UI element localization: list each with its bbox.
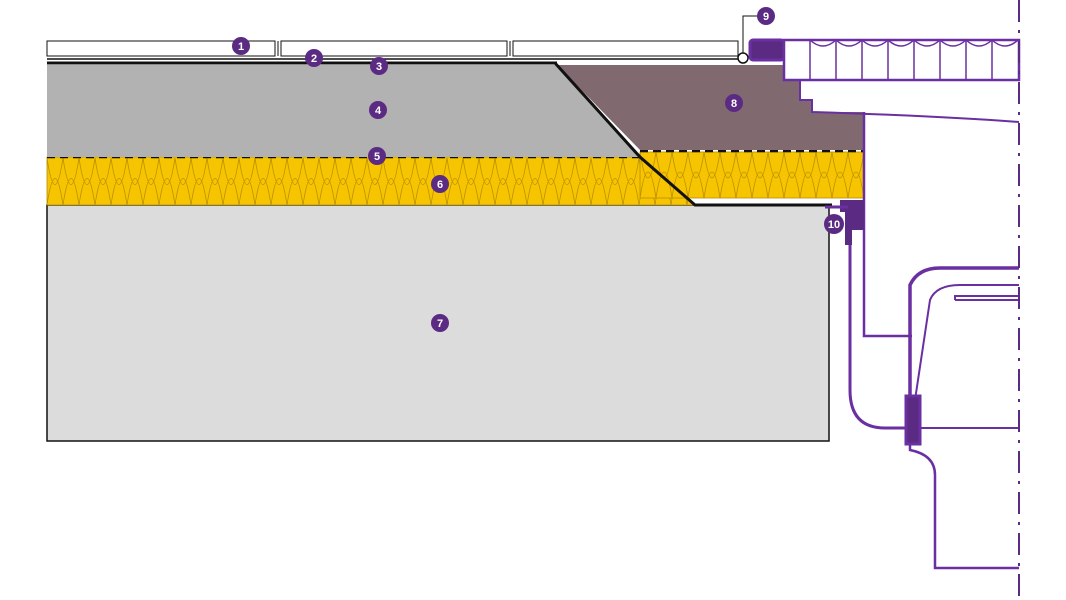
callout-marker-circle [431,175,449,193]
callout-marker-9: 9 [757,7,775,25]
callout-marker-label: 3 [376,61,382,73]
drain-channel-lip [799,80,1020,123]
floor-tiles [46,40,739,57]
callout-marker-3: 3 [370,57,388,75]
callout-marker-circle [757,7,775,25]
callout-marker-2: 2 [305,49,323,67]
callout-marker-label: 2 [311,53,317,65]
screed-layer [47,65,640,157]
tile-joints [277,41,511,56]
marker-9-leader [742,15,757,53]
callout-marker-7: 7 [431,314,449,332]
callout-marker-circle [232,37,250,55]
callout-marker-label: 4 [375,105,382,117]
callout-marker-10: 10 [824,214,844,234]
insulation-hatch [640,152,864,198]
callout-marker-label: 7 [437,318,443,330]
drain-body-cup [908,266,1019,428]
callout-marker-circle [431,314,449,332]
callout-marker-circle [369,101,387,119]
callout-marker-label: 8 [731,98,737,110]
callout-marker-1: 1 [232,37,250,55]
drain-assembly [748,38,1021,570]
drain-body-outer [848,225,910,430]
sealing-cord [737,52,749,64]
callout-marker-label: 10 [828,219,840,231]
floor-tile [46,40,276,57]
insulation-hatch [47,157,695,205]
callout-marker-label: 9 [763,11,769,23]
drain-flange [825,200,864,245]
callout-marker-5: 5 [368,147,386,165]
drain-clamp-ring [904,394,922,446]
drain-channel-wall [862,112,912,338]
drain-body-inner [914,284,1019,401]
callout-marker-circle [370,57,388,75]
callout-marker-label: 1 [238,41,244,53]
callout-marker-circle [368,147,386,165]
callout-markers: 1 2 3 4 5 6 7 8 9 10 [232,7,844,332]
drain-outlet [908,432,1019,570]
drain-grate-bars [809,39,1019,80]
callout-marker-8: 8 [725,94,743,112]
callout-marker-circle [725,94,743,112]
floor-tile [512,40,739,57]
callout-marker-4: 4 [369,101,387,119]
waterproofing-slope-line [553,61,832,207]
drain-mortar-bed [557,65,864,150]
callout-marker-label: 5 [374,151,380,163]
callout-marker-label: 6 [437,179,443,191]
callout-marker-circle [305,49,323,67]
floor-tile [280,40,508,57]
impact-insulation-drain-layer [639,151,865,199]
drain-siphon-step [954,295,1019,301]
callout-marker-circle [824,214,844,234]
drain-frame-top [748,38,786,62]
callout-marker-6: 6 [431,175,449,193]
